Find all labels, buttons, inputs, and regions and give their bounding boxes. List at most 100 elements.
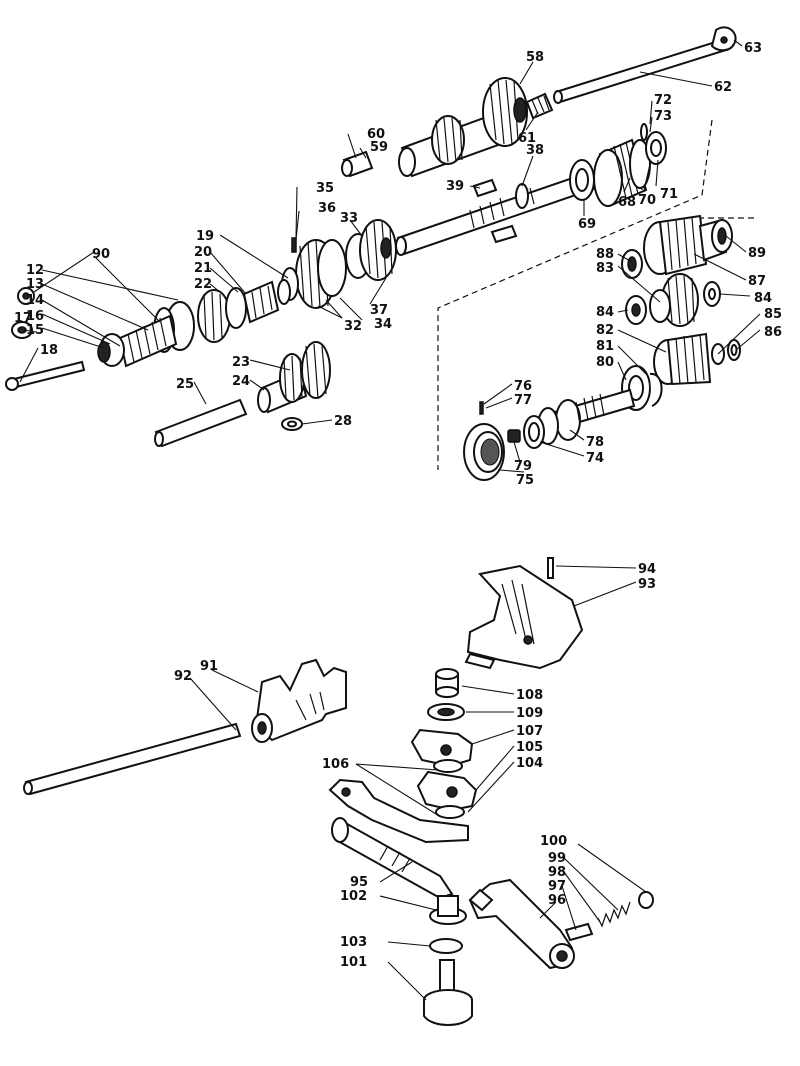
label-84: 84 (596, 305, 614, 320)
part-number-labels: 58 63 62 72 73 61 60 59 38 39 68 70 71 6… (14, 41, 782, 970)
part-fork-pin (547, 557, 554, 579)
label-61: 61 (518, 131, 536, 146)
label-98: 98 (548, 865, 566, 880)
part-output-gear (653, 332, 741, 386)
part-reverse-cluster (257, 341, 331, 414)
part-interlock-ring (433, 759, 463, 773)
label-90: 90 (92, 247, 110, 262)
part-interlock-bush (435, 668, 459, 698)
label-63: 63 (744, 41, 762, 56)
part-layshaft (553, 38, 728, 104)
label-73: 73 (654, 109, 672, 124)
part-needle-rollers (525, 92, 554, 120)
label-13: 13 (26, 277, 44, 292)
part-nut (11, 321, 33, 339)
label-94: 94 (638, 562, 656, 577)
label-22: 22 (194, 277, 212, 292)
label-105: 105 (516, 740, 543, 755)
part-interlock-plate-middle (416, 770, 478, 812)
part-spring (507, 429, 521, 443)
label-62: 62 (714, 80, 732, 95)
label-107: 107 (516, 724, 543, 739)
part-gear (593, 138, 651, 207)
label-32: 32 (344, 319, 362, 334)
label-106: 106 (322, 757, 349, 772)
label-20: 20 (194, 245, 212, 260)
part-small-shaft (5, 360, 86, 391)
label-69: 69 (578, 217, 596, 232)
label-93: 93 (638, 577, 656, 592)
label-59: 59 (370, 140, 388, 155)
label-14: 14 (26, 293, 44, 308)
part-pivot-washer (429, 938, 463, 954)
label-100: 100 (540, 834, 567, 849)
part-selector-fork-large (464, 564, 584, 670)
label-95: 95 (350, 875, 368, 890)
label-108: 108 (516, 688, 543, 703)
part-input-shaft (97, 301, 195, 368)
label-39: 39 (446, 179, 464, 194)
label-36: 36 (318, 201, 336, 216)
label-104: 104 (516, 756, 543, 771)
part-synchro-assembly (281, 219, 397, 309)
label-74: 74 (586, 451, 604, 466)
label-82: 82 (596, 323, 614, 338)
part-cone-clutch (463, 423, 505, 481)
label-85: 85 (764, 307, 782, 322)
part-pivot-bolt (423, 959, 473, 1026)
label-76: 76 (514, 379, 532, 394)
label-19: 19 (196, 229, 214, 244)
leader-lines (19, 39, 761, 1001)
label-72: 72 (654, 93, 672, 108)
label-70: 70 (638, 193, 656, 208)
label-77: 77 (514, 393, 532, 408)
label-16: 16 (26, 309, 44, 324)
label-97: 97 (548, 879, 566, 894)
part-plunger-housing (468, 878, 575, 970)
label-89: 89 (748, 246, 766, 261)
part-pin (479, 401, 484, 415)
part-bearing (569, 159, 595, 201)
part-gear-cluster (398, 77, 528, 178)
part-selector-fork-small (251, 658, 347, 743)
label-60: 60 (367, 127, 385, 142)
part-washer (640, 123, 667, 165)
part-pivot-post (429, 895, 467, 925)
part-cap (17, 287, 35, 305)
label-96: 96 (548, 893, 566, 908)
label-86: 86 (764, 325, 782, 340)
label-33: 33 (340, 211, 358, 226)
part-spring-coil (597, 901, 631, 928)
label-102: 102 (340, 889, 367, 904)
part-selector-rod (23, 722, 242, 796)
label-87: 87 (748, 274, 766, 289)
part-circlip (638, 891, 654, 909)
label-21: 21 (194, 261, 212, 276)
label-18: 18 (40, 343, 58, 358)
label-68: 68 (618, 195, 636, 210)
label-79: 79 (514, 459, 532, 474)
part-small-pin (291, 237, 297, 253)
label-15: 15 (26, 323, 44, 338)
label-91: 91 (200, 659, 218, 674)
part-reverse-shaft (154, 398, 248, 448)
label-35: 35 (316, 181, 334, 196)
part-selector-lever (328, 778, 469, 844)
dashed-group-outline (437, 119, 755, 470)
label-28: 28 (334, 414, 352, 429)
label-58: 58 (526, 50, 544, 65)
part-interlock-washer (427, 703, 465, 721)
label-71: 71 (660, 187, 678, 202)
part-key (472, 178, 518, 244)
label-80: 80 (596, 355, 614, 370)
label-78: 78 (586, 435, 604, 450)
part-third-gear (197, 279, 291, 343)
part-baulk-ring (523, 415, 545, 449)
label-23: 23 (232, 355, 250, 370)
part-clip (710, 26, 737, 52)
part-small-bush (341, 150, 374, 178)
label-25: 25 (176, 377, 194, 392)
label-92: 92 (174, 669, 192, 684)
label-17: 17 (14, 311, 32, 326)
